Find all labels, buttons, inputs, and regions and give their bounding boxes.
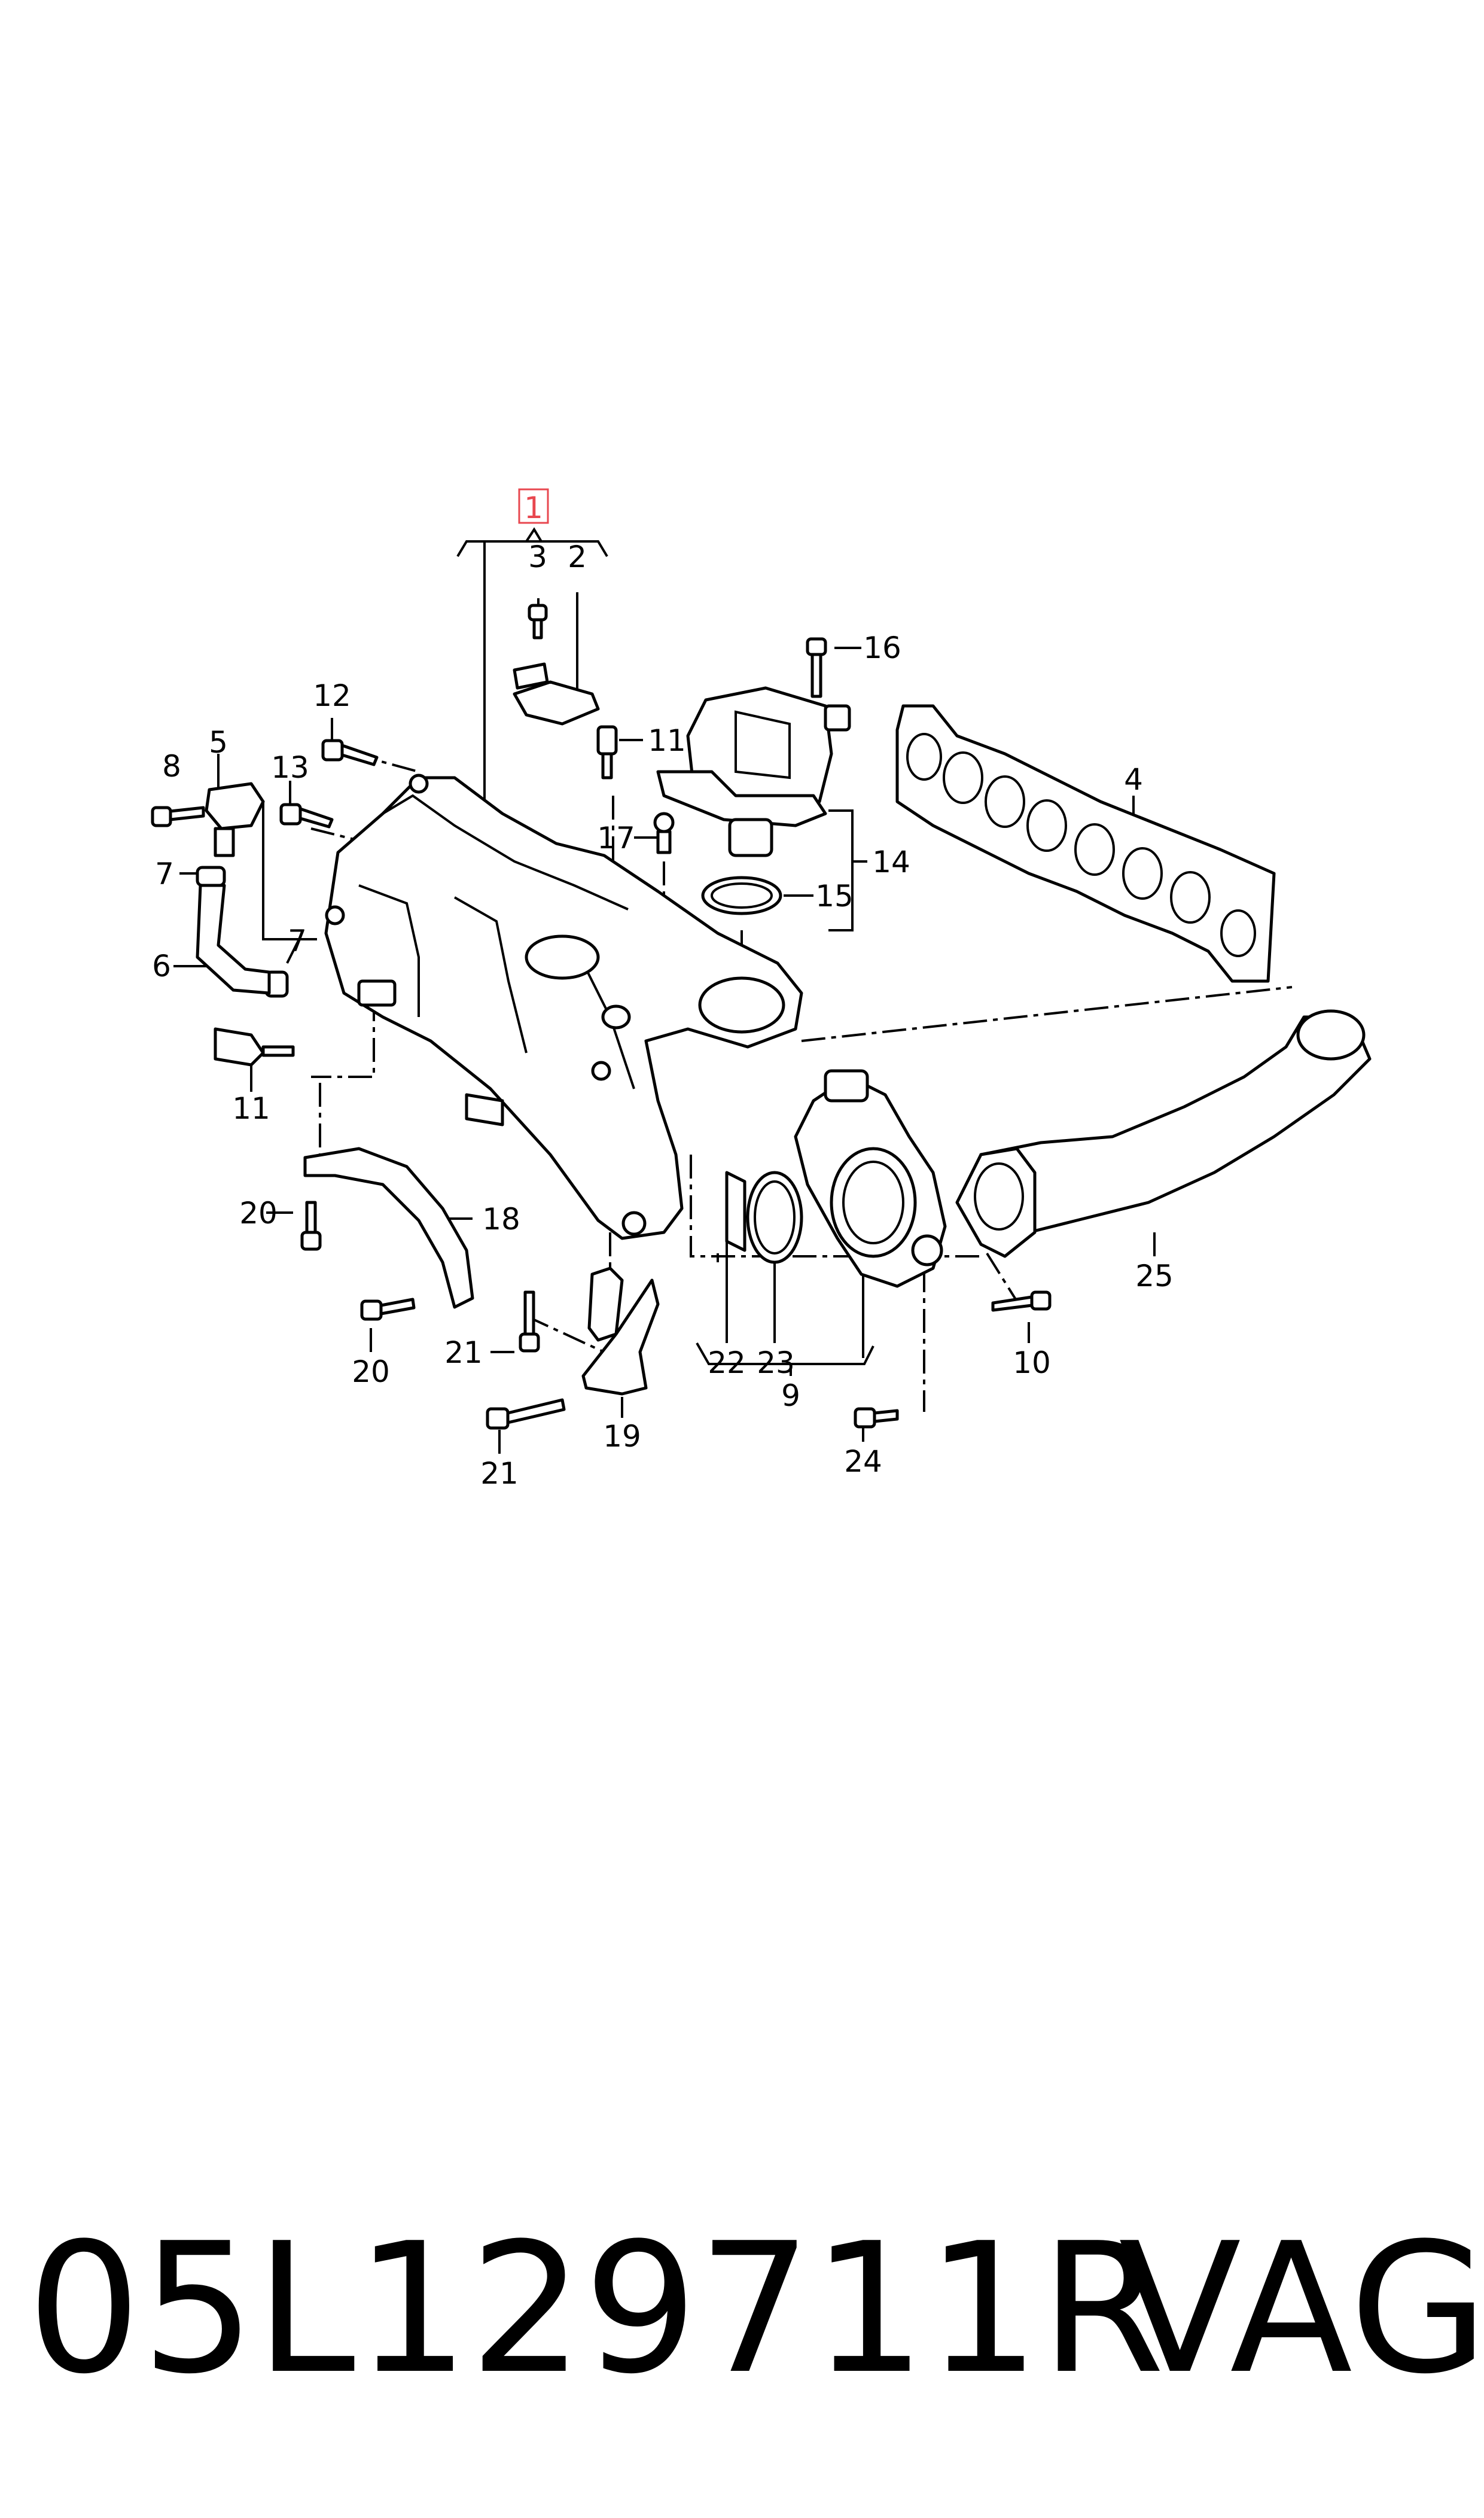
callout-8: 8 (162, 749, 181, 784)
o-ring-23 (746, 1171, 803, 1264)
charge-air-pipe (955, 1009, 1372, 1258)
callout-18: 18 (482, 1202, 520, 1237)
callout-12: 12 (313, 678, 351, 713)
brackets (303, 1147, 660, 1396)
seal-22 (725, 1171, 746, 1252)
callout-21-lower: 21 (480, 1456, 519, 1491)
callout-4: 4 (1124, 762, 1143, 797)
callout-23: 23 (757, 1345, 795, 1380)
callout-22: 22 (708, 1345, 746, 1380)
throttle-body (794, 1069, 947, 1288)
callout-10: 10 (1013, 1345, 1051, 1380)
callout-15: 15 (815, 879, 854, 914)
callout-16: 16 (863, 631, 901, 665)
callout-1-highlight-box (518, 488, 549, 524)
callout-21-upper: 21 (444, 1335, 483, 1370)
callout-25: 25 (1135, 1259, 1174, 1293)
flap-actuator (656, 686, 851, 857)
callout-9: 9 (781, 1378, 800, 1413)
small-parts-top (151, 604, 827, 1067)
callout-3: 3 (528, 540, 547, 574)
callout-1: 1 (524, 491, 543, 525)
callout-19: 19 (603, 1419, 641, 1454)
callout-24: 24 (844, 1444, 882, 1479)
callout-20-lower: 20 (352, 1354, 390, 1389)
callout-7-left: 7 (155, 857, 174, 891)
callout-labels: 1 3 2 16 12 11 8 5 13 4 17 14 7 15 7 6 1… (152, 491, 1174, 1491)
callout-20-upper: 20 (239, 1196, 278, 1231)
callout-7-right: 7 (288, 924, 307, 958)
callout-6: 6 (152, 949, 171, 984)
part-number: 05L129711R (27, 2205, 1165, 2413)
intake-manifold (324, 774, 803, 1240)
callout-11-top: 11 (648, 723, 686, 758)
callout-11-bottom: 11 (232, 1091, 270, 1126)
manifold-gasket (895, 704, 1276, 983)
brand-name: VAG (1119, 2205, 1484, 2413)
callout-13: 13 (271, 750, 309, 785)
callout-17: 17 (597, 821, 635, 855)
callout-5: 5 (209, 725, 228, 760)
callout-14: 14 (872, 845, 910, 879)
callout-2: 2 (568, 540, 587, 574)
small-parts-bottom (300, 1201, 1052, 1430)
